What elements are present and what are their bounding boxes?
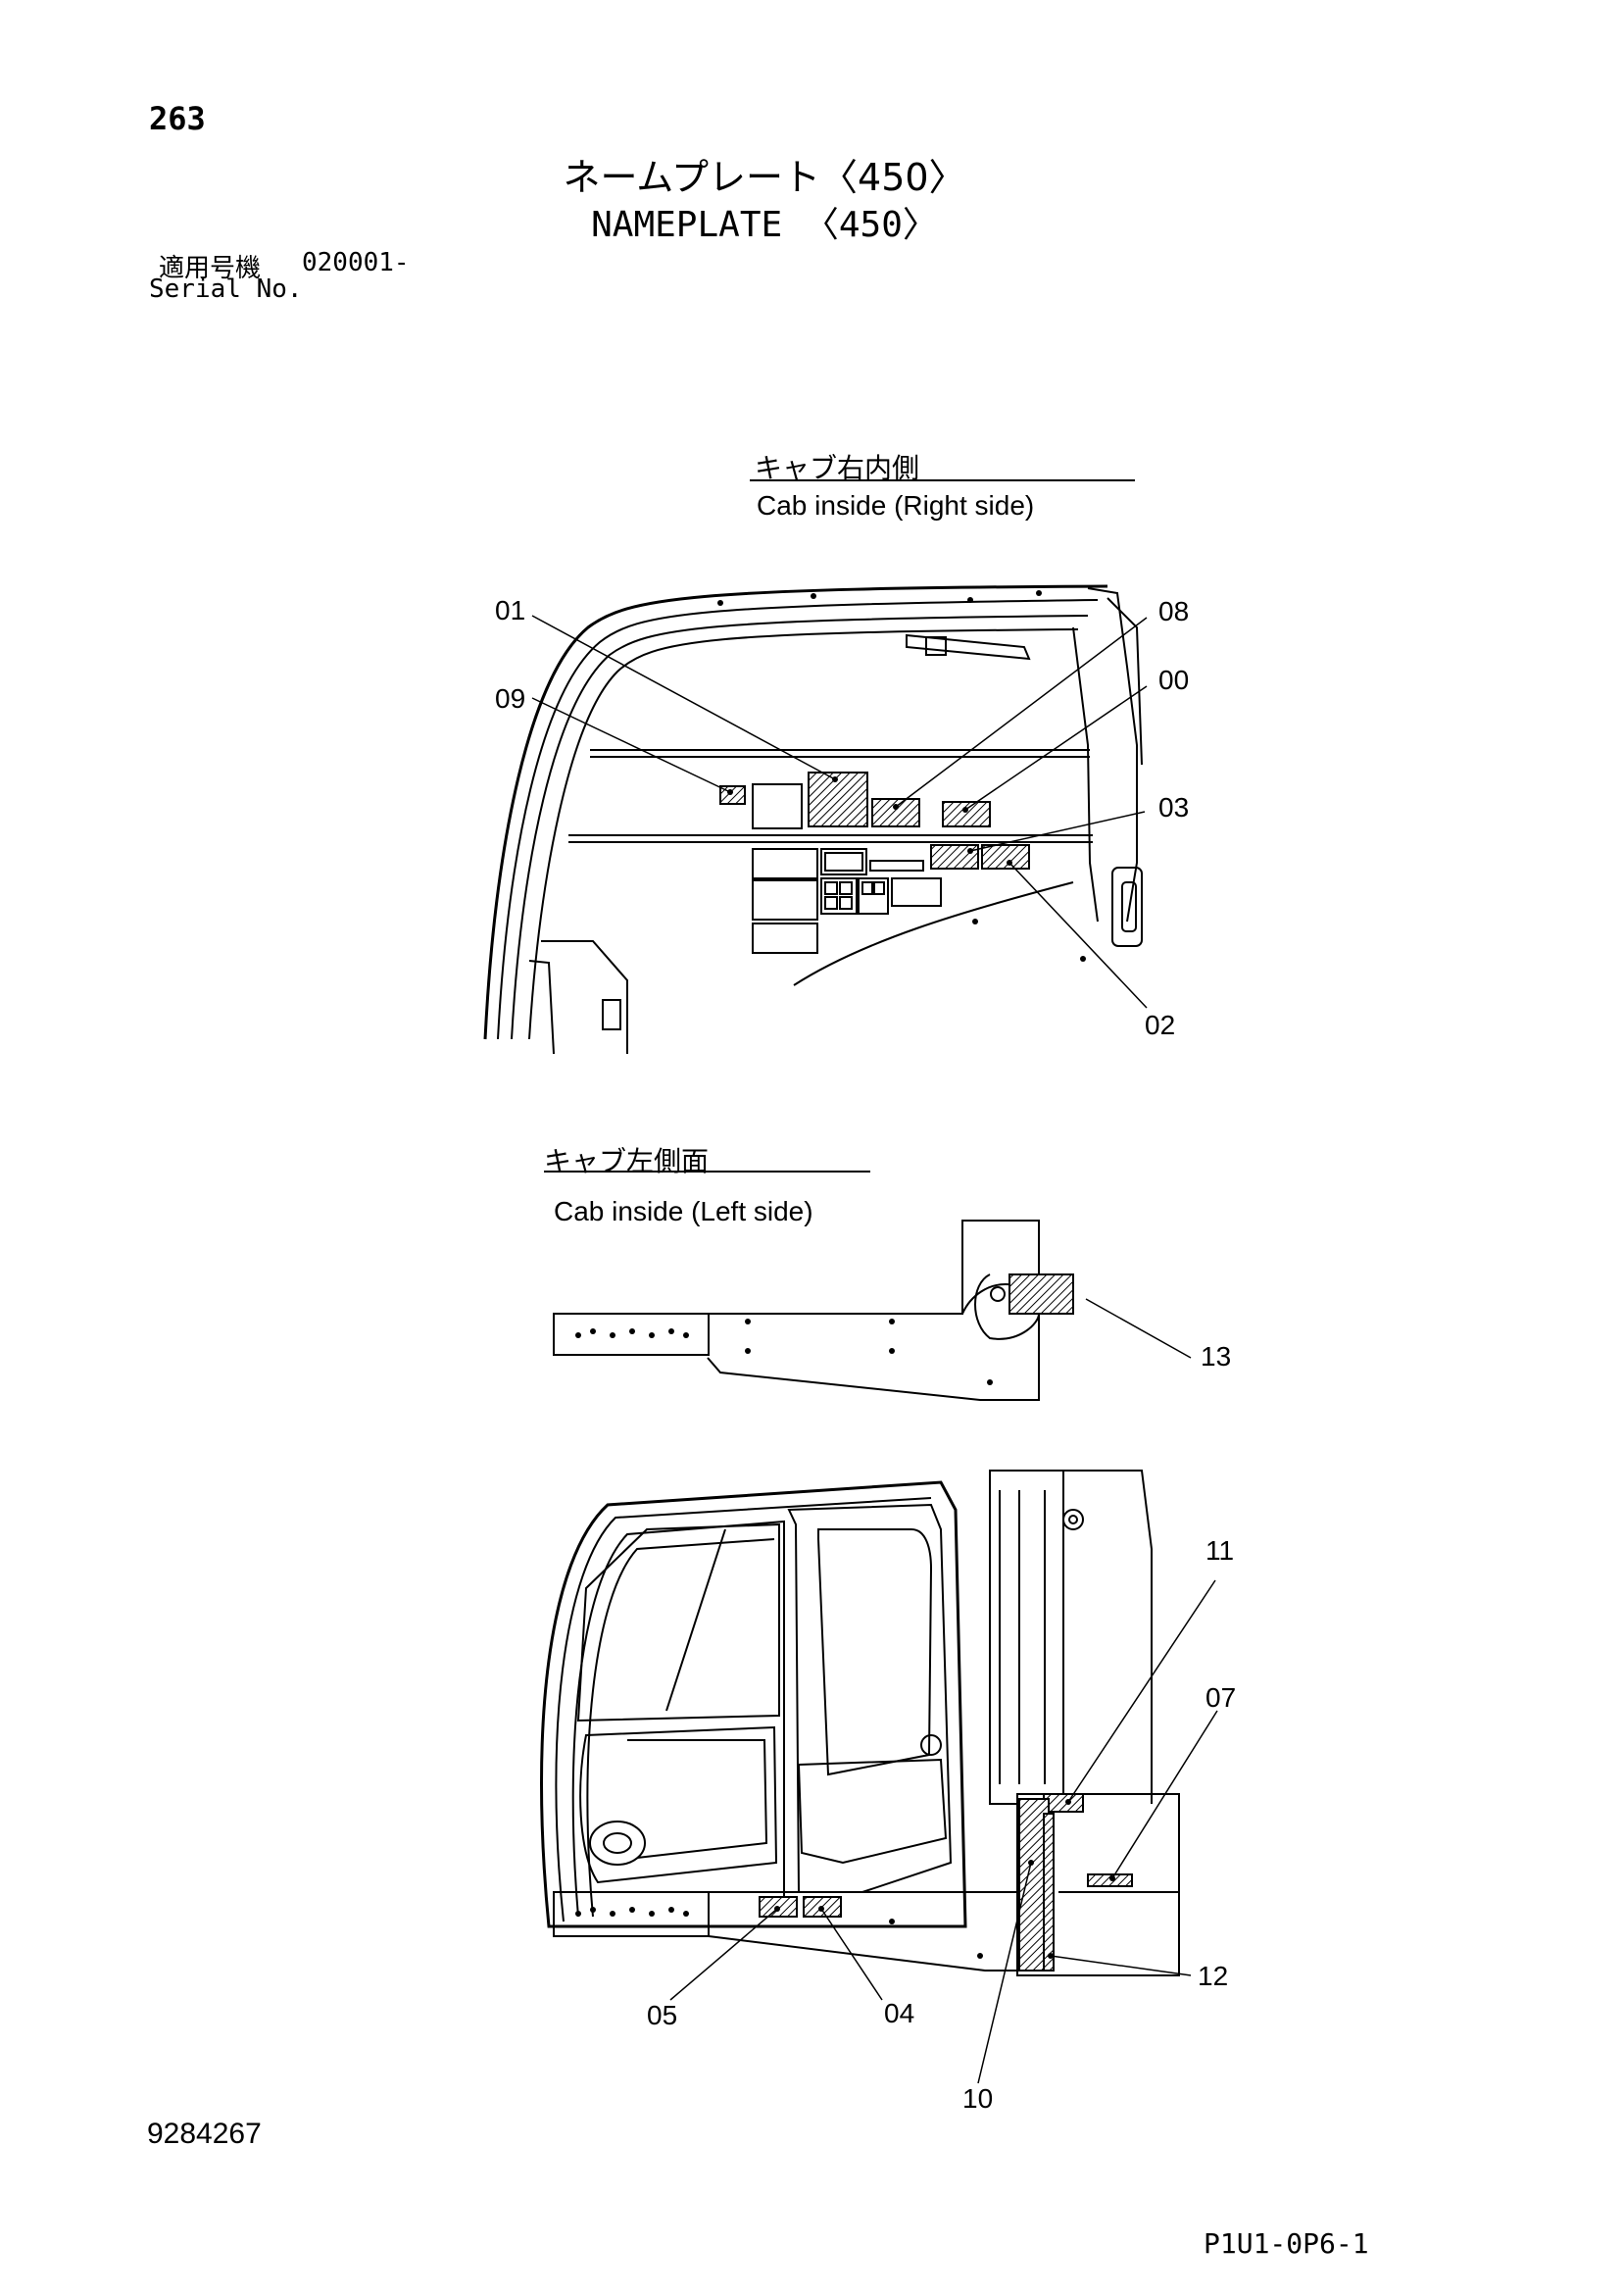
right-view-label-japanese: キャブ右内側 [755, 452, 920, 484]
callout-10: 10 [962, 2083, 994, 2114]
nameplate-12 [1043, 1813, 1055, 1972]
nameplate-02 [981, 844, 1030, 870]
serial-label-japanese: 適用号機 [159, 254, 262, 283]
serial-value: 020001- [302, 248, 410, 277]
callout-11: 11 [1205, 1535, 1235, 1566]
right-view-label-english: Cab inside (Right side) [757, 490, 1035, 521]
nameplate-00 [942, 801, 991, 827]
callout-05: 05 [647, 2000, 678, 2030]
left-view-label-english: Cab inside (Left side) [554, 1196, 813, 1226]
left-side-cab-view [540, 1171, 1218, 2084]
nameplate-08 [871, 798, 920, 827]
callout-13: 13 [1201, 1341, 1232, 1372]
callout-04: 04 [884, 1998, 915, 2028]
callout-00: 00 [1158, 665, 1190, 695]
callout-09: 09 [495, 683, 526, 714]
title-japanese: ネームプレート〈450〉 [563, 156, 966, 199]
left-view-label-japanese: キャブ左側面 [544, 1145, 710, 1177]
callout-07: 07 [1205, 1682, 1237, 1713]
callout-02: 02 [1145, 1010, 1176, 1040]
right-side-cab-view [483, 479, 1148, 1055]
nameplate-07 [1087, 1873, 1133, 1887]
callout-03: 03 [1158, 792, 1190, 823]
nameplate-01 [808, 772, 868, 827]
page-number: 263 [149, 100, 206, 137]
document-number: 9284267 [147, 2118, 262, 2150]
page-code: P1U1-0P6-1 [1204, 2227, 1369, 2260]
callout-08: 08 [1158, 596, 1190, 626]
title-english: NAMEPLATE 〈450〉 [591, 205, 938, 245]
callout-01: 01 [495, 595, 526, 625]
serial-label-english: Serial No. [149, 275, 303, 304]
callout-12: 12 [1198, 1961, 1229, 1991]
nameplate-13 [1008, 1273, 1074, 1315]
